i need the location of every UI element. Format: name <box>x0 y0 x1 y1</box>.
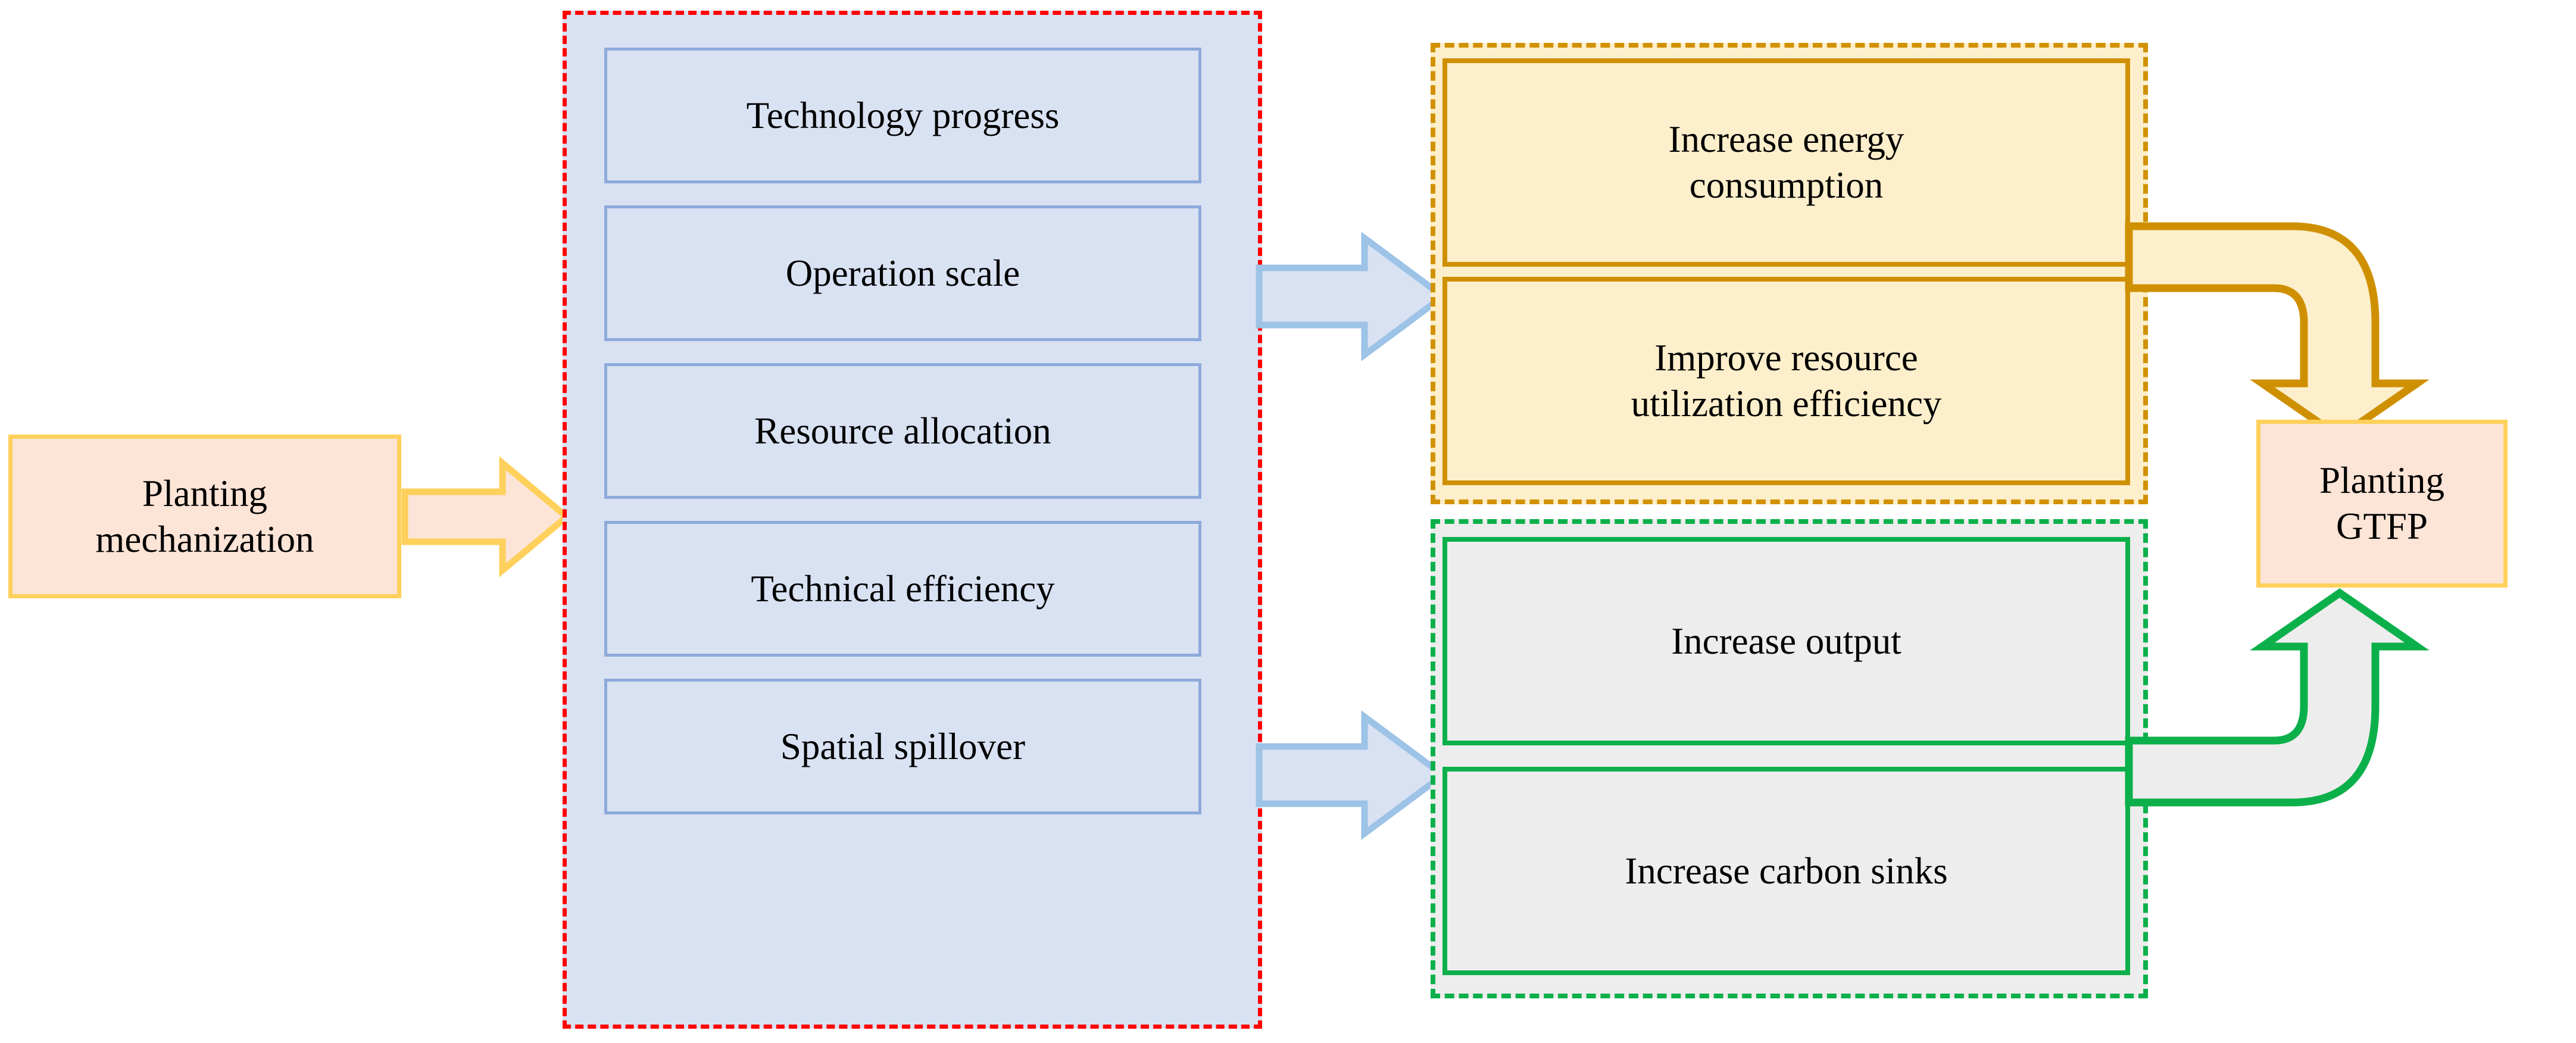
lower-effect-group-container: Increase output Increase carbon sinks <box>1431 519 2148 998</box>
lower-effect-node-increase-carbon-sinks[interactable]: Increase carbon sinks <box>1442 767 2130 975</box>
upper-effect-label-0-line1: Increase energy <box>1668 118 1904 161</box>
outcome-node-planting-gtfp[interactable]: Planting GTFP <box>2256 420 2508 588</box>
upper-effect-label-1-line2: utilization efficiency <box>1631 383 1942 424</box>
mechanism-node-resource-allocation[interactable]: Resource allocation <box>604 363 1201 499</box>
arrow-mechanism-to-upper-effects <box>1256 231 1449 362</box>
mechanism-group-container: Technology progress Operation scale Reso… <box>563 11 1262 1029</box>
upper-effect-node-improve-resource-utilization-efficiency[interactable]: Improve resource utilization efficiency <box>1442 277 2130 485</box>
source-node-planting-mechanization[interactable]: Planting mechanization <box>8 435 401 598</box>
arrow-mechanism-to-lower-effects <box>1256 710 1449 841</box>
mechanism-label-4: Spatial spillover <box>780 725 1026 767</box>
outcome-label-line2: GTFP <box>2335 505 2428 547</box>
upper-effect-label-1-line1: Improve resource <box>1654 337 1918 379</box>
mechanism-node-technical-efficiency[interactable]: Technical efficiency <box>604 521 1201 657</box>
mechanism-label-1: Operation scale <box>785 252 1020 294</box>
arrow-lower-effects-to-outcome <box>2119 588 2453 816</box>
mechanism-label-0: Technology progress <box>746 94 1060 136</box>
mechanism-node-spatial-spillover[interactable]: Spatial spillover <box>604 679 1201 814</box>
mechanism-label-2: Resource allocation <box>754 410 1051 452</box>
lower-effect-label-1: Increase carbon sinks <box>1625 850 1948 892</box>
arrow-upper-effects-to-outcome <box>2119 216 2453 442</box>
arrow-source-to-mechanism <box>401 456 572 577</box>
upper-effect-group-container: Increase energy consumption Improve reso… <box>1431 43 2148 504</box>
lower-effect-label-0: Increase output <box>1671 620 1901 662</box>
upper-effect-label-0-line2: consumption <box>1689 164 1884 206</box>
mechanism-node-operation-scale[interactable]: Operation scale <box>604 205 1201 341</box>
mechanism-node-technology-progress[interactable]: Technology progress <box>604 48 1201 183</box>
upper-effect-node-increase-energy-consumption[interactable]: Increase energy consumption <box>1442 58 2130 267</box>
lower-effect-node-increase-output[interactable]: Increase output <box>1442 537 2130 745</box>
mechanism-label-3: Technical efficiency <box>751 567 1055 610</box>
source-label-line1: Planting <box>142 472 267 514</box>
source-label-line2: mechanization <box>95 518 314 560</box>
outcome-label-line1: Planting <box>2319 460 2444 502</box>
